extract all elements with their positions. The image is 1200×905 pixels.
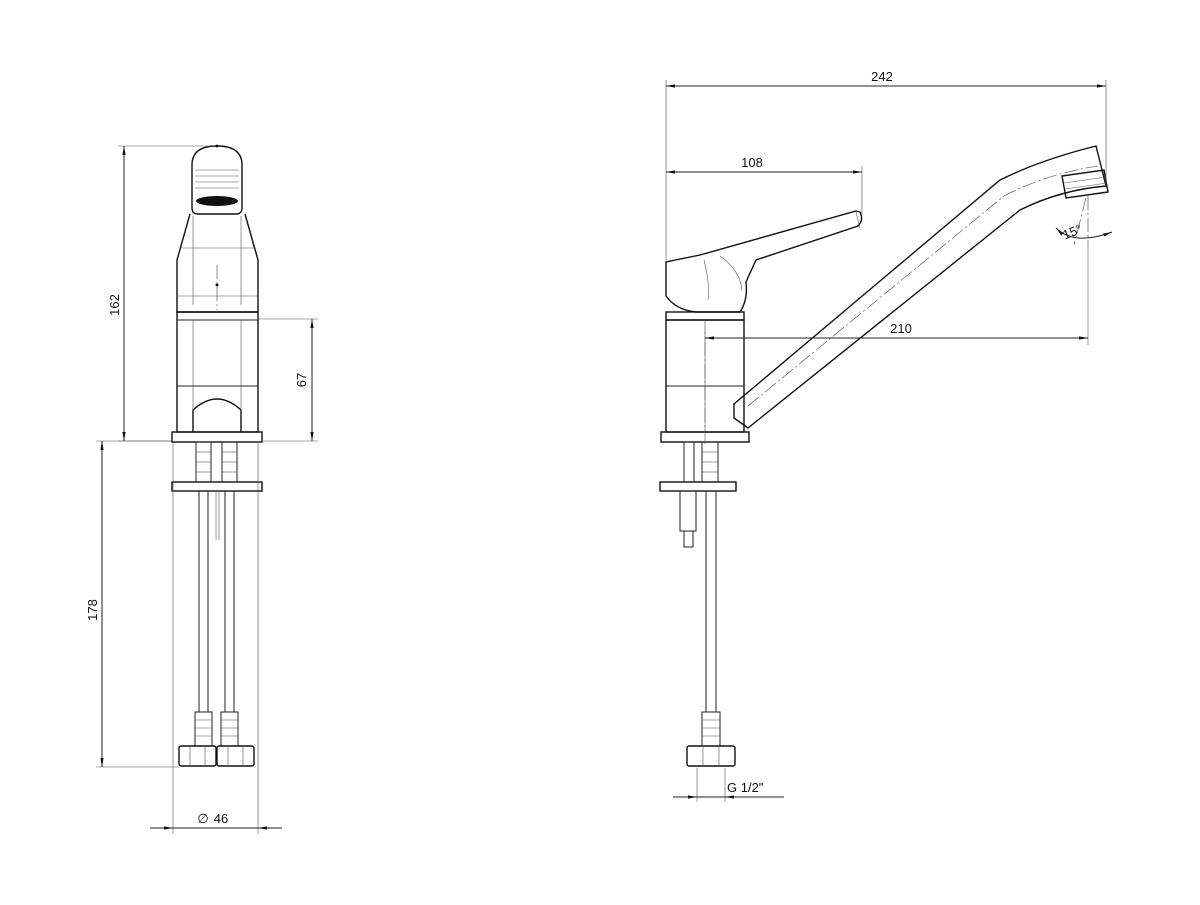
dim-below-deck: 178 (85, 599, 100, 621)
dim-body-height: 67 (294, 373, 309, 387)
dim-connection: G 1/2" (727, 780, 764, 795)
front-view: 162 67 178 ∅ 46 (85, 144, 318, 834)
dim-spout-reach: 210 (890, 321, 912, 336)
side-supply-hoses (659, 441, 737, 767)
diameter-symbol: ∅ (197, 811, 208, 826)
side-spout (733, 145, 1113, 429)
side-view: 242 108 210 15° G 1/2" (659, 69, 1113, 802)
side-lever-handle (665, 210, 863, 313)
front-base-plate (171, 431, 263, 443)
dim-spout-angle: 15° (1060, 221, 1084, 242)
dim-height-total: 162 (107, 294, 122, 316)
side-dimension-lines (665, 80, 1107, 802)
front-main-body (176, 311, 259, 433)
front-spout-head (191, 144, 243, 215)
dim-lever-reach: 108 (741, 155, 763, 170)
front-lever-body (176, 213, 259, 313)
front-dimension-lines (96, 145, 318, 834)
dim-overall-width: 242 (871, 69, 893, 84)
front-dimension-labels: 162 67 178 ∅ 46 (85, 294, 309, 826)
dim-base-diameter: 46 (214, 811, 228, 826)
side-dimension-labels: 242 108 210 15° G 1/2" (727, 69, 1084, 795)
front-supply-hoses (171, 441, 263, 767)
